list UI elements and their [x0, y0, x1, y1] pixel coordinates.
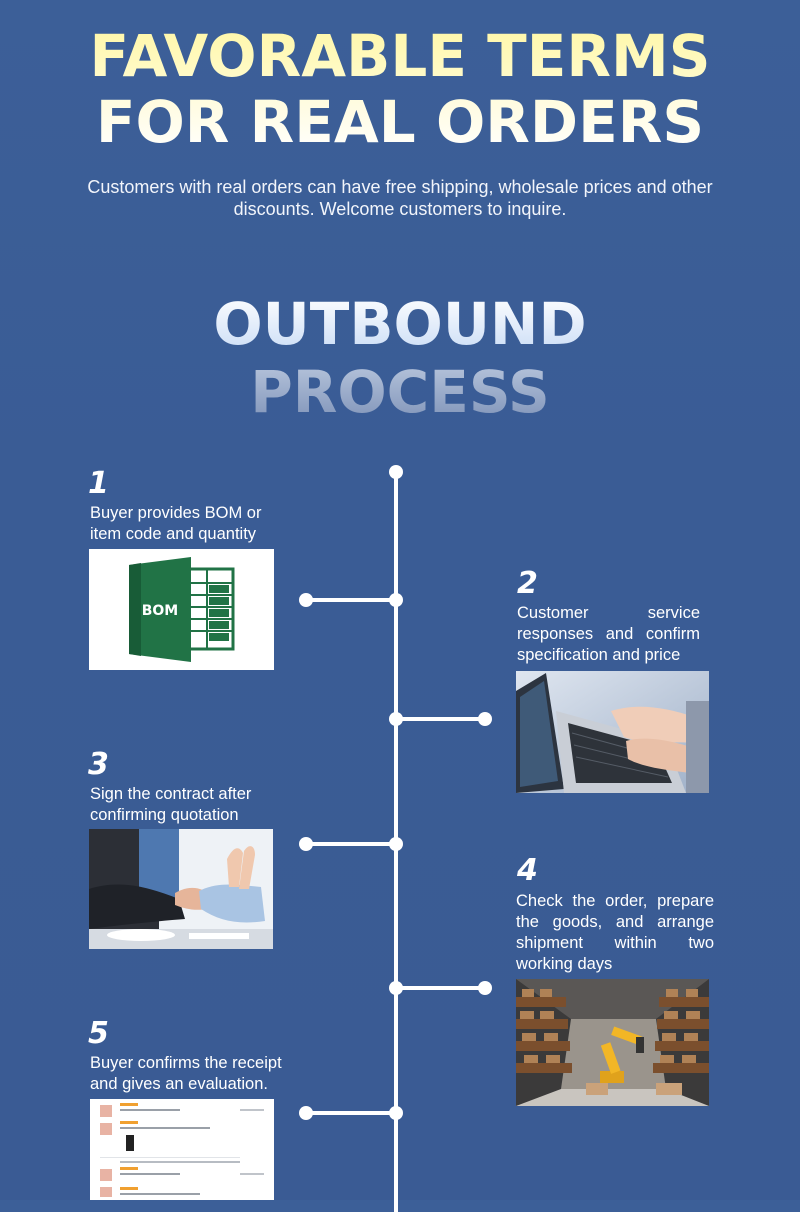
- step-2-text: Customer service responses and confirm s…: [517, 604, 700, 664]
- step-1-number: 1: [88, 466, 109, 501]
- section-title-line-1: OUTBOUND: [0, 292, 800, 356]
- main-title-line-2: FOR REAL ORDERS: [0, 88, 800, 156]
- step-3-image-handshake: [89, 829, 273, 949]
- section-title-line-2: PROCESS: [0, 360, 800, 424]
- step-3-number: 3: [88, 747, 109, 782]
- connector-step-5: [306, 1111, 396, 1115]
- step-1-text: Buyer provides BOM or item code and quan…: [90, 504, 262, 543]
- connector-dot-outer-2: [478, 712, 492, 726]
- step-5-image-reviews: [90, 1099, 274, 1200]
- step-4-image-warehouse: [516, 979, 709, 1106]
- excel-icon: BOM: [89, 549, 274, 670]
- connector-dot-inner-4: [389, 981, 403, 995]
- step-3-text: Sign the contract after confirming quota…: [90, 785, 252, 824]
- connector-dot-outer-4: [478, 981, 492, 995]
- connector-step-2: [396, 717, 486, 721]
- step-4-text: Check the order, prepare the goods, and …: [516, 892, 714, 973]
- step-5-number: 5: [88, 1016, 109, 1051]
- connector-step-4: [396, 986, 486, 990]
- connector-dot-inner-5: [389, 1106, 403, 1120]
- connector-dot-outer-1: [299, 593, 313, 607]
- main-title-line-1: FAVORABLE TERMS: [0, 22, 800, 90]
- step-2-image-laptop-typing: [516, 671, 709, 793]
- step-5-text: Buyer confirms the receipt and gives an …: [90, 1054, 282, 1093]
- connector-dot-outer-5: [299, 1106, 313, 1120]
- step-2-number: 2: [517, 566, 538, 601]
- timeline-top-dot: [389, 465, 403, 479]
- connector-step-1: [306, 598, 396, 602]
- connector-dot-inner-1: [389, 593, 403, 607]
- connector-step-3: [306, 842, 396, 846]
- connector-dot-inner-3: [389, 837, 403, 851]
- connector-dot-outer-3: [299, 837, 313, 851]
- connector-dot-inner-2: [389, 712, 403, 726]
- step-1-image-excel-bom: BOM: [89, 549, 274, 670]
- step-1-image-label: BOM: [142, 603, 179, 619]
- step-4-number: 4: [517, 853, 538, 888]
- subtitle: Customers with real orders can have free…: [87, 177, 713, 219]
